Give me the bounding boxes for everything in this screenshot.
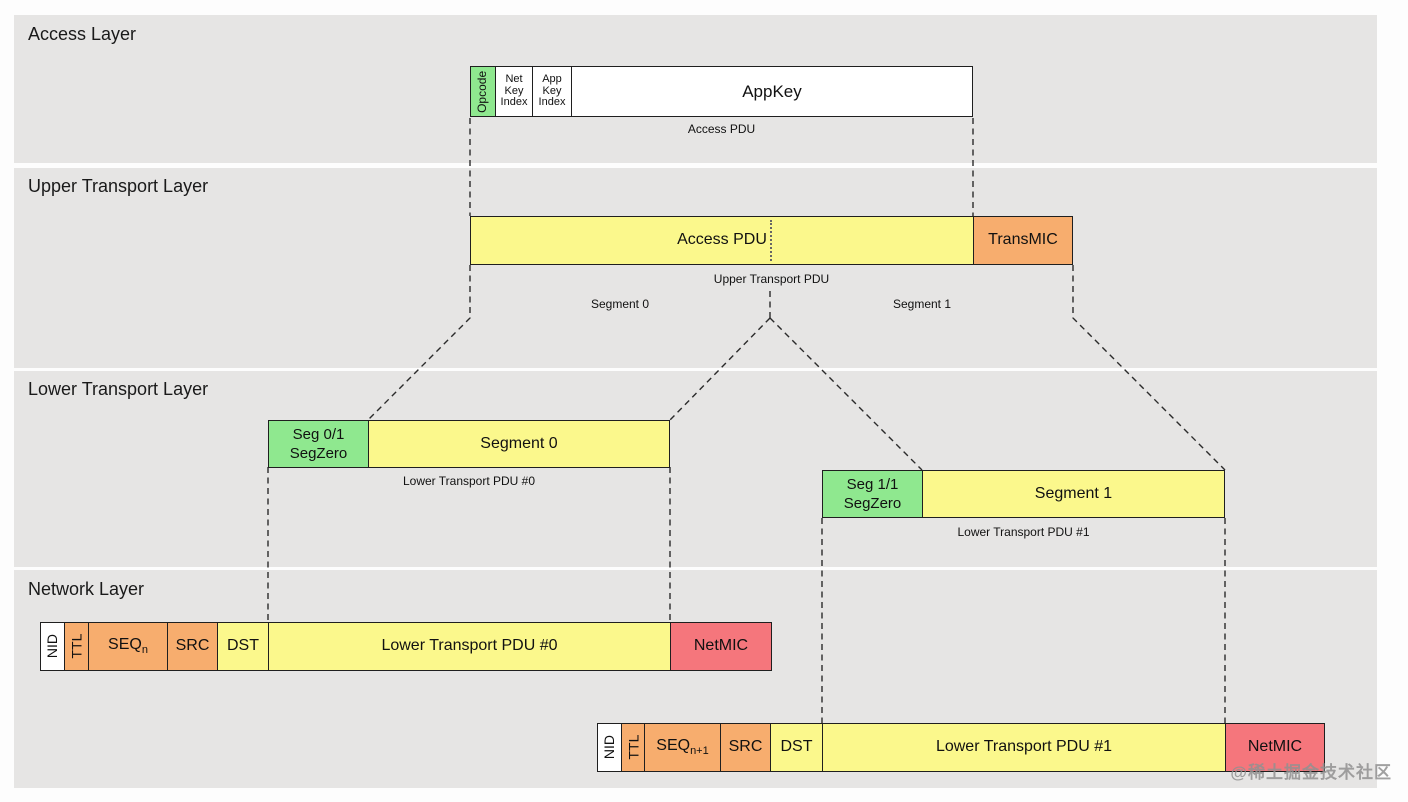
- pdu0-ttl-label: TTL: [68, 634, 85, 659]
- pdu1-nid-cell: NID: [598, 724, 622, 771]
- net-key-index-label: Net Key Index: [500, 73, 528, 109]
- seg1-header-line1: Seg 1/1: [846, 475, 899, 493]
- upper-access-pdu-cell: Access PDU: [471, 217, 974, 264]
- pdu0-dst-cell: DST: [218, 623, 269, 670]
- lower-transport-pdu0-caption: Lower Transport PDU #0: [402, 474, 536, 488]
- upper-transport-pdu-box: Access PDU TransMIC: [470, 216, 1073, 265]
- pdu1-payload-cell: Lower Transport PDU #1: [823, 724, 1226, 771]
- pdu0-src-cell: SRC: [168, 623, 218, 670]
- pdu0-netmic-cell: NetMIC: [671, 623, 771, 670]
- pdu0-seq-subscript: n: [141, 644, 148, 657]
- pdu0-payload-label: Lower Transport PDU #0: [381, 637, 558, 655]
- pdu1-ttl-cell: TTL: [622, 724, 645, 771]
- pdu1-netmic-label: NetMIC: [1247, 738, 1303, 756]
- pdu0-seq-base: SEQ: [108, 636, 142, 654]
- access-layer-title: Access Layer: [28, 24, 137, 44]
- pdu0-nid-label: NID: [44, 634, 61, 659]
- opcode-label: Opcode: [475, 70, 490, 113]
- segment0-label: Segment 0: [480, 434, 558, 452]
- transmic-label: TransMIC: [988, 231, 1058, 249]
- transmic-cell: TransMIC: [974, 217, 1072, 264]
- pdu0-dst-label: DST: [227, 637, 259, 655]
- segment1-label: Segment 1: [1034, 484, 1113, 502]
- pdu0-nid-cell: NID: [41, 623, 65, 670]
- opcode-cell: Opcode: [471, 67, 496, 116]
- pdu1-payload-label: Lower Transport PDU #1: [935, 738, 1113, 756]
- seg0-header-line1: Seg 0/1: [292, 425, 345, 443]
- pdu0-payload-cell: Lower Transport PDU #0: [269, 623, 671, 670]
- pdu1-seq-base: SEQ: [656, 737, 691, 755]
- pdu1-ttl-label: TTL: [624, 735, 641, 760]
- watermark: @稀土掘金技术社区: [1230, 763, 1392, 782]
- network-pdu0-box: NID TTL SEQn SRC DST Lower Transport PDU…: [40, 622, 772, 671]
- appkey-cell: AppKey: [572, 67, 972, 116]
- pdu1-src-label: SRC: [728, 738, 763, 756]
- segment1-cell: Segment 1: [923, 471, 1224, 517]
- app-key-index-label: App Key Index: [538, 73, 566, 109]
- upper-transport-layer-band: [14, 168, 1377, 368]
- network-pdu1-box: NID TTL SEQn+1 SRC DST Lower Transport P…: [597, 723, 1325, 772]
- pdu1-seq-subscript: n+1: [690, 745, 709, 758]
- upper-transport-pdu-caption: Upper Transport PDU: [713, 272, 830, 286]
- lower-transport-layer-title: Lower Transport Layer: [28, 379, 209, 399]
- net-key-index-cell: Net Key Index: [496, 67, 533, 116]
- pdu1-dst-cell: DST: [771, 724, 823, 771]
- lower-transport-pdu1-caption: Lower Transport PDU #1: [957, 525, 1090, 539]
- seg1-header-line2: SegZero: [843, 495, 902, 512]
- pdu1-netmic-cell: NetMIC: [1226, 724, 1324, 771]
- segment0-annotation: Segment 0: [590, 297, 650, 311]
- pdu1-nid-label: NID: [601, 735, 618, 760]
- access-pdu-box: Opcode Net Key Index App Key Index AppKe…: [470, 66, 973, 117]
- access-pdu-caption: Access PDU: [687, 122, 756, 136]
- seg0-header-line2: SegZero: [289, 445, 348, 462]
- appkey-label: AppKey: [742, 81, 802, 101]
- pdu0-netmic-label: NetMIC: [693, 637, 749, 655]
- network-layer-title: Network Layer: [28, 579, 145, 599]
- pdu0-ttl-cell: TTL: [65, 623, 89, 670]
- segment1-annotation: Segment 1: [892, 297, 952, 311]
- pdu0-seq-label: SEQn: [108, 636, 148, 657]
- pdu1-seq-cell: SEQn+1: [645, 724, 721, 771]
- pdu1-dst-label: DST: [780, 738, 813, 756]
- upper-transport-layer-title: Upper Transport Layer: [28, 176, 209, 196]
- pdu0-seq-cell: SEQn: [89, 623, 168, 670]
- pdu1-src-cell: SRC: [721, 724, 771, 771]
- app-key-index-cell: App Key Index: [533, 67, 572, 116]
- pdu1-seq-label: SEQn+1: [656, 737, 708, 758]
- segment0-cell: Segment 0: [369, 421, 669, 467]
- pdu0-src-label: SRC: [175, 637, 210, 655]
- upper-access-pdu-label: Access PDU: [677, 231, 767, 249]
- segmentation-divider: [770, 220, 772, 261]
